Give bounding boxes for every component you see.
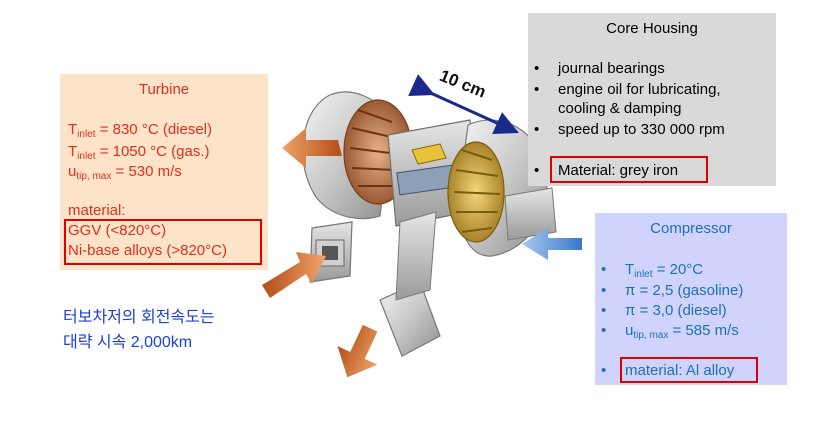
core-item-speed: speed up to 330 000 rpm: [558, 121, 725, 138]
compressor-material: material: Al alloy: [625, 362, 735, 379]
core-item-cooling: cooling & damping: [558, 100, 682, 117]
bullet: •: [534, 60, 540, 77]
compressor-panel: Compressor • Tinlet = 20°C • π = 2,5 (ga…: [595, 213, 787, 385]
core-item-oil: engine oil for lubricating,: [558, 81, 721, 98]
korean-note-line-2: 대략 시속 2,000km: [63, 334, 193, 351]
turbine-t-inlet-diesel: Tinlet = 830 °C (diesel): [68, 121, 213, 140]
bullet: •: [601, 261, 607, 278]
turbine-material-2: Ni-base alloys (>820°C): [68, 242, 227, 259]
core-item-bearings: journal bearings: [558, 60, 665, 77]
compressor-wheel: [447, 141, 505, 243]
core-material: Material: grey iron: [558, 162, 679, 179]
exhaust-in-arrow: [262, 252, 326, 298]
turbine-material-1: GGV (<820°C): [68, 222, 167, 239]
bullet: •: [601, 282, 607, 299]
exhaust-down-arrow: [337, 324, 378, 378]
compressor-title: Compressor: [650, 220, 732, 237]
air-in-arrow: [522, 228, 582, 260]
turbine-panel: Turbine Tinlet = 830 °C (diesel) Tinlet …: [60, 74, 268, 270]
turbine-material-highlight: [64, 219, 262, 265]
exhaust-out-arrow: [282, 128, 342, 168]
bullet: •: [534, 162, 540, 179]
compressor-material-highlight: [620, 357, 758, 383]
core-housing-title: Core Housing: [606, 20, 698, 37]
bullet: •: [534, 81, 540, 98]
core-housing-panel: Core Housing • journal bearings • engine…: [528, 13, 776, 186]
compressor-t-inlet: Tinlet = 20°C: [625, 261, 704, 280]
compressor-u-tip: utip, max = 585 m/s: [625, 322, 739, 341]
dimension-arrow: [408, 74, 519, 134]
bullet: •: [601, 362, 607, 379]
compressor-pi-diesel: π = 3,0 (diesel): [625, 302, 727, 319]
turbine-u-tip: utip, max = 530 m/s: [68, 163, 182, 182]
core-material-highlight: [550, 156, 708, 183]
turbine-title: Turbine: [138, 81, 190, 98]
bullet: •: [601, 302, 607, 319]
bullet: •: [534, 121, 540, 138]
compressor-pi-gasoline: π = 2,5 (gasoline): [625, 282, 744, 299]
korean-note-line-1: 터보차저의 회전속도는: [63, 309, 215, 326]
turbine-material-label: material:: [68, 202, 126, 219]
bullet: •: [601, 322, 607, 339]
turbine-t-inlet-gas: Tinlet = 1050 °C (gas.): [68, 143, 210, 162]
